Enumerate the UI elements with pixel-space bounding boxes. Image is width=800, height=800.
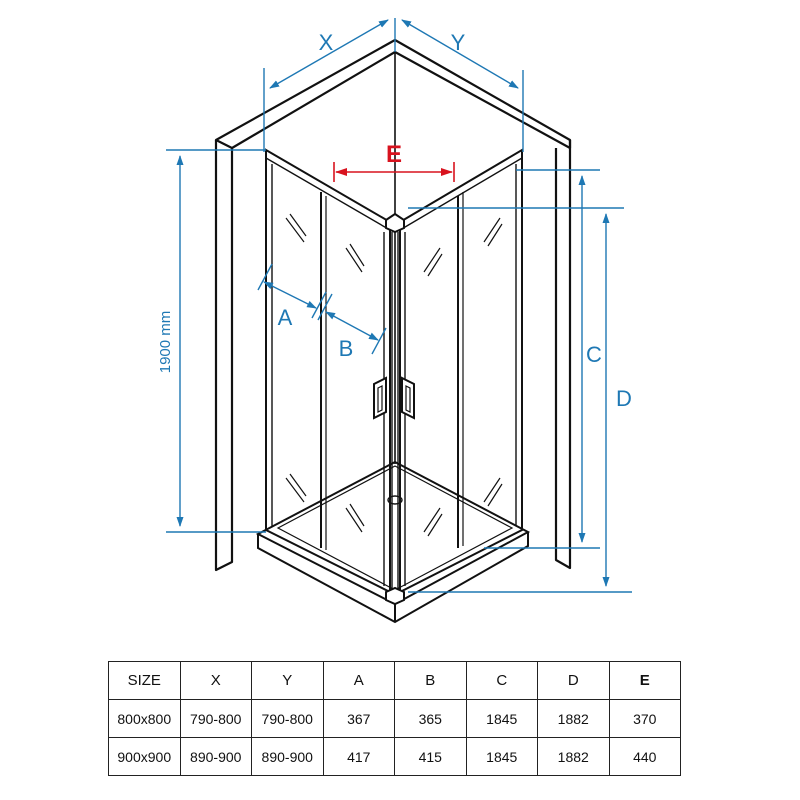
table-cell: 900x900 <box>108 737 181 776</box>
corner-post <box>385 212 405 606</box>
table-header-cell: E <box>608 661 681 700</box>
table-cell: 1882 <box>537 699 610 738</box>
glass-reflections <box>285 213 503 537</box>
door-handles <box>373 376 415 420</box>
shower-tray <box>255 460 531 624</box>
dim-a-label: A <box>278 305 293 330</box>
shower-enclosure-diagram: X Y E A B C D 1900 mm <box>157 18 632 624</box>
corner-walls <box>214 38 572 572</box>
table-header-cell: SIZE <box>108 661 181 700</box>
table-cell: 370 <box>608 699 681 738</box>
dim-x-label: X <box>319 30 334 55</box>
table-cell: 790-800 <box>179 699 252 738</box>
table-cell: 415 <box>394 737 467 776</box>
height-label: 1900 mm <box>157 311 174 374</box>
size-table: SIZE X Y A B C D E 800x800 790-800 790-8… <box>108 661 681 776</box>
table-header-cell: B <box>394 661 467 700</box>
table-header-cell: X <box>179 661 252 700</box>
left-door-panels <box>265 148 391 594</box>
table-cell: 1882 <box>537 737 610 776</box>
table-header-cell: Y <box>251 661 324 700</box>
table-header-cell: A <box>322 661 395 700</box>
table-row: 900x900 890-900 890-900 417 415 1845 188… <box>108 737 681 776</box>
table-cell: 890-900 <box>179 737 252 776</box>
dim-e-label: E <box>386 141 402 168</box>
table-cell: 1845 <box>465 699 538 738</box>
dimension-lines <box>166 18 632 593</box>
table-cell: 365 <box>394 699 467 738</box>
dim-y-label: Y <box>451 30 466 55</box>
table-cell: 890-900 <box>251 737 324 776</box>
table-header-row: SIZE X Y A B C D E <box>108 661 681 700</box>
table-row: 800x800 790-800 790-800 367 365 1845 188… <box>108 699 681 738</box>
table-cell: 417 <box>322 737 395 776</box>
table-cell: 790-800 <box>251 699 324 738</box>
table-cell: 1845 <box>465 737 538 776</box>
right-door-panels <box>399 148 523 594</box>
table-cell: 800x800 <box>108 699 181 738</box>
dim-c-label: C <box>586 342 602 367</box>
table-cell: 440 <box>608 737 681 776</box>
table-header-cell: C <box>465 661 538 700</box>
dim-b-label: B <box>339 336 354 361</box>
dimension-e <box>333 162 455 182</box>
table-header-cell: D <box>537 661 610 700</box>
dim-d-label: D <box>616 386 632 411</box>
table-cell: 367 <box>322 699 395 738</box>
